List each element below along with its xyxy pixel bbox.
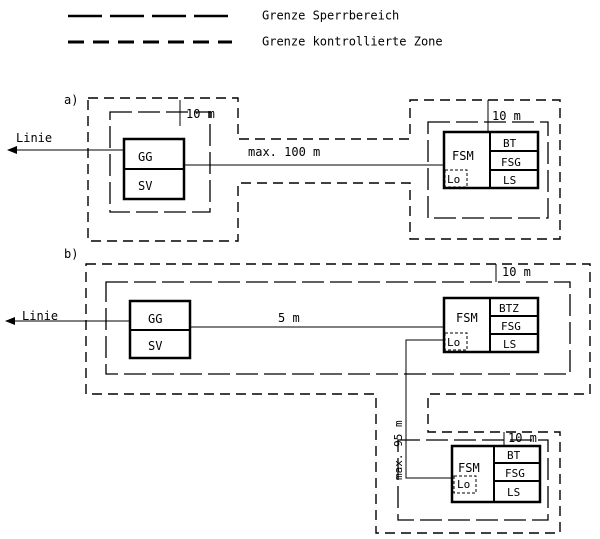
- section-a-cable-length: max. 100 m: [248, 145, 320, 159]
- section-b-fsm-label: FSM: [456, 311, 478, 325]
- section-a-dim-right-label: 10 m: [492, 109, 521, 123]
- section-b-remote-restricted-zone: [397, 439, 549, 521]
- section-b-remote-bt-label: BT: [507, 449, 521, 462]
- section-a-fsg-label: FSG: [501, 156, 521, 169]
- section-b-ls-label: LS: [503, 338, 516, 351]
- section-b-fsg-label: FSG: [501, 320, 521, 333]
- section-a-restricted-zone-right: [427, 121, 549, 219]
- section-b-btz-label: BTZ: [499, 302, 519, 315]
- section-b-remote-lo-box: [453, 475, 477, 494]
- section-b: b) 10 m Linie GG SV 5 m FSM Lo BTZ FSG L…: [5, 247, 591, 534]
- section-a: a) 10 m 10 m Linie GG SV max. 100 m FSM …: [7, 93, 561, 242]
- section-a-fsm-label: FSM: [452, 149, 474, 163]
- section-b-remote-fsm-unit: [450, 444, 542, 504]
- section-a-gg-label: GG: [138, 150, 152, 164]
- section-b-dim-label: 10 m: [502, 265, 531, 279]
- legend-restricted-label: Grenze Sperrbereich: [262, 9, 399, 23]
- section-b-remote-fsm-label: FSM: [458, 461, 480, 475]
- legend-controlled-label: Grenze kontrollierte Zone: [262, 35, 443, 49]
- section-b-lo-box: [444, 332, 468, 351]
- section-b-line-label: Linie: [22, 309, 58, 323]
- section-a-label: a): [64, 93, 78, 107]
- section-a-ls-label: LS: [503, 174, 516, 187]
- section-b-label: b): [64, 247, 78, 261]
- section-a-restricted-zone: [109, 111, 211, 213]
- section-b-sv-label: SV: [148, 339, 162, 353]
- section-a-lo-box: [444, 169, 468, 188]
- section-b-remote-fsg-label: FSG: [505, 467, 525, 480]
- section-a-line-label: Linie: [16, 131, 52, 145]
- section-a-lo-label: Lo: [447, 173, 460, 186]
- section-a-dim-left-label: 10 m: [186, 107, 215, 121]
- section-a-sv-label: SV: [138, 179, 152, 193]
- section-b-remote-cable: [405, 339, 452, 479]
- section-a-bt-label: BT: [503, 137, 517, 150]
- section-b-lo-label: Lo: [447, 336, 460, 349]
- section-a-controlled-zone: [87, 97, 561, 242]
- section-b-remote-dim-label: 10 m: [508, 431, 537, 445]
- section-b-remote-lo-label: Lo: [457, 478, 470, 491]
- section-b-controlled-zone: [85, 263, 591, 534]
- legend: Grenze Sperrbereich Grenze kontrollierte…: [68, 9, 443, 49]
- section-b-gg-label: GG: [148, 312, 162, 326]
- section-b-remote-ls-label: LS: [507, 486, 520, 499]
- section-b-cable-length: 5 m: [278, 311, 300, 325]
- section-b-restricted-zone: [105, 281, 571, 375]
